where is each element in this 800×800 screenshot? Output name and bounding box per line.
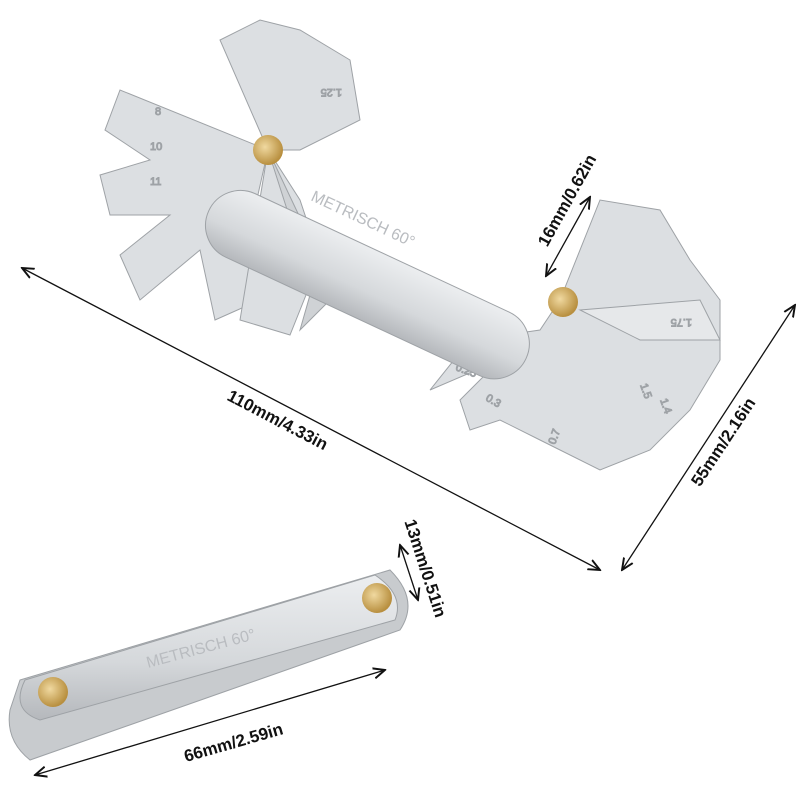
length-open-label: 110mm/4.33in xyxy=(224,386,331,454)
rivet xyxy=(253,135,283,165)
blade-mark: 11 xyxy=(150,176,161,188)
rivet xyxy=(38,677,68,707)
rivet xyxy=(548,287,578,317)
height-open-label: 55mm/2.16in xyxy=(687,394,759,490)
length-open-line xyxy=(22,268,600,570)
dimension-lines xyxy=(22,197,795,775)
blade-mark: 1.25 xyxy=(321,86,342,98)
blade-mark: 1.75 xyxy=(671,316,692,328)
rivet xyxy=(362,583,392,613)
height-open-line xyxy=(622,305,795,570)
thickness-line xyxy=(400,545,418,600)
blade-width-line xyxy=(546,197,590,276)
blade-mark: 8 xyxy=(155,106,161,118)
blade-mark: 10 xyxy=(150,141,162,153)
gauge-closed: METRISCH 60° xyxy=(8,569,409,761)
length-closed-line xyxy=(35,670,385,775)
